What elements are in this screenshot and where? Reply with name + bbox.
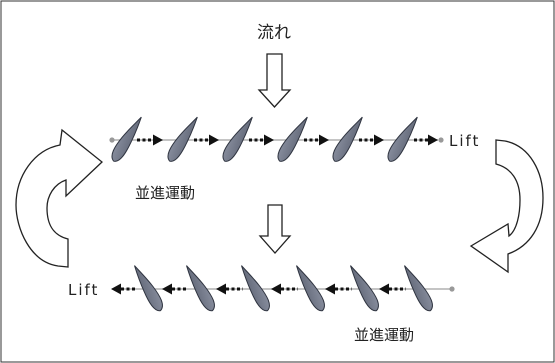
cycle-arrow-right (469, 139, 544, 274)
top-airfoil-5 (332, 116, 363, 162)
bottom-motion-arrow-1 (111, 283, 136, 295)
top-baseline-end-dot (438, 137, 444, 143)
top-motion-arrow-2 (194, 134, 219, 146)
bottom-baseline-end-dot (449, 286, 455, 292)
top-motion-arrow-3 (249, 134, 274, 146)
top-motion-arrow-5 (359, 134, 384, 146)
bottom-motion-arrow-3 (216, 283, 243, 295)
bottom-lift-label: Lift (68, 281, 99, 299)
bottom-airfoil-4 (296, 265, 325, 312)
top-airfoil-3 (222, 116, 253, 162)
top-airfoil-4 (277, 116, 308, 162)
flow-label: 流れ (257, 23, 291, 43)
top-motion-arrow-6 (414, 134, 438, 146)
bottom-airfoil-3 (241, 265, 270, 312)
bottom-airfoil-1 (134, 265, 163, 312)
bottom-motion-arrow-4 (271, 283, 298, 295)
top-airfoil-6 (387, 116, 418, 162)
bottom-motion-arrow-6 (379, 283, 406, 295)
cycle-arrow-left (15, 128, 103, 268)
flow-arrow-top (257, 53, 292, 108)
top-airfoil-1 (111, 116, 142, 162)
flow-arrow-middle (258, 204, 292, 254)
bottom-airfoil-6 (404, 265, 433, 312)
bottom-airfoil-2 (186, 265, 215, 312)
top-baseline-start-dot (109, 137, 115, 143)
top-motion-arrow-1 (137, 134, 163, 146)
top-lift-label: Lift (449, 132, 480, 150)
bottom-airfoil-5 (350, 265, 379, 312)
top-motion-arrow-4 (304, 134, 329, 146)
top-motion-label: 並進運動 (135, 184, 195, 202)
bottom-motion-label: 並進運動 (354, 326, 414, 344)
bottom-motion-arrow-5 (325, 283, 352, 295)
top-airfoil-2 (167, 116, 198, 162)
bottom-motion-arrow-2 (162, 283, 188, 295)
